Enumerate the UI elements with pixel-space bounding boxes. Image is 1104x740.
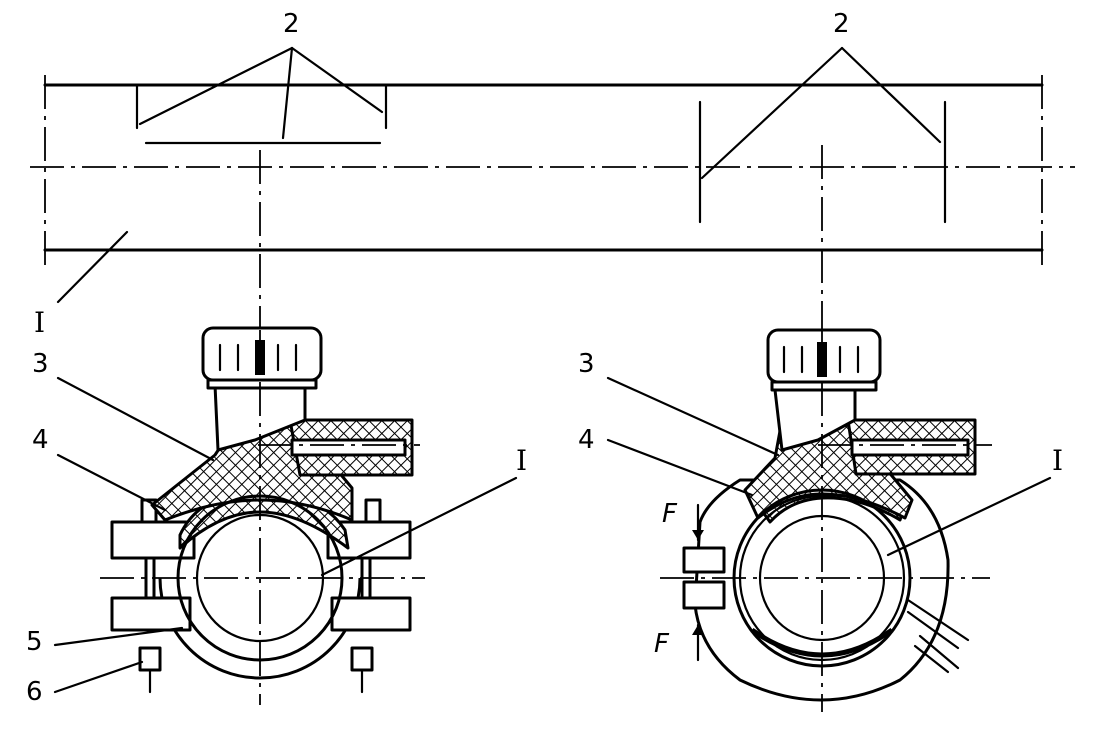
- label-2-left: 2: [283, 9, 300, 39]
- label-3-right: 3: [578, 349, 595, 379]
- label-6: 6: [26, 677, 43, 707]
- left-saddle-marking: [135, 83, 388, 330]
- label-2-right: 2: [833, 9, 850, 39]
- right-leaders: [606, 376, 1052, 557]
- label-F-top: F: [662, 499, 678, 529]
- label-4-left: 4: [32, 425, 49, 455]
- label-5: 5: [26, 627, 43, 657]
- leaders-label-2: [138, 46, 942, 180]
- right-saddle-clamp: [660, 328, 992, 712]
- left-saddle-clamp: [100, 326, 425, 705]
- label-F-bottom: F: [654, 629, 670, 659]
- leader-I-top: [56, 230, 129, 304]
- label-I-left: I: [516, 444, 527, 477]
- left-leaders: [53, 376, 518, 694]
- label-I-top: I: [34, 306, 45, 339]
- pipe-side-view: [30, 75, 1075, 270]
- right-saddle-marking: [698, 100, 947, 330]
- label-4-right: 4: [578, 425, 595, 455]
- label-3-left: 3: [32, 349, 49, 379]
- label-I-right: I: [1052, 444, 1063, 477]
